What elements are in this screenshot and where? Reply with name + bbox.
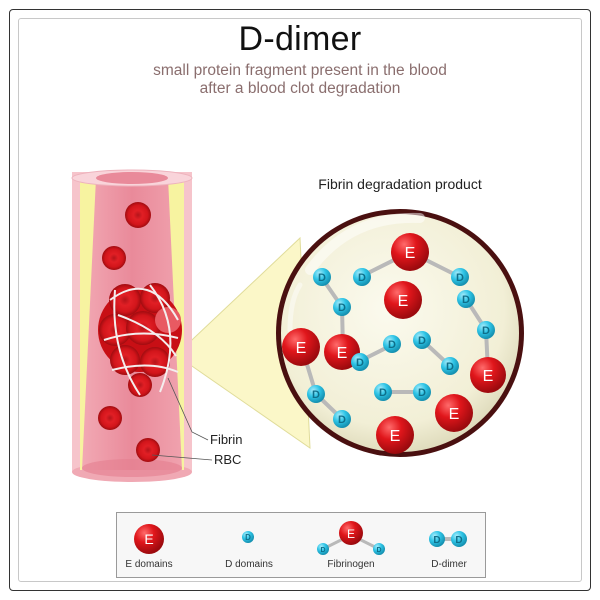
e-domains: E E E E E E E bbox=[282, 233, 506, 454]
e-domain-icon: E bbox=[134, 524, 164, 554]
legend: E E domains D D domains E D D Fibrinogen… bbox=[116, 512, 486, 578]
fibrinogen-icon: E D D bbox=[317, 521, 385, 555]
svg-text:D: D bbox=[338, 414, 346, 426]
fibrin-label: Fibrin bbox=[210, 432, 243, 447]
legend-label: D-dimer bbox=[431, 559, 467, 570]
legend-label: D domains bbox=[225, 559, 273, 570]
d-domains: D D D D D D D D D D D D D D bbox=[307, 268, 495, 428]
svg-text:D: D bbox=[376, 547, 381, 554]
svg-text:D: D bbox=[418, 335, 426, 347]
subtitle-line-2: after a blood clot degradation bbox=[199, 80, 401, 97]
svg-text:D: D bbox=[482, 325, 490, 337]
svg-text:D: D bbox=[312, 389, 320, 401]
svg-text:E: E bbox=[296, 340, 307, 357]
d-dimer-icon: D D bbox=[429, 531, 467, 547]
svg-text:E: E bbox=[390, 428, 401, 445]
svg-text:D: D bbox=[356, 357, 364, 369]
subtitle-line-1: small protein fragment present in the bl… bbox=[153, 62, 447, 79]
svg-text:E: E bbox=[449, 406, 460, 423]
rbc-leader-line bbox=[151, 454, 213, 461]
svg-text:E: E bbox=[144, 531, 153, 547]
svg-text:D: D bbox=[433, 535, 440, 546]
fibrin-leader-line bbox=[167, 377, 209, 441]
rbc-label: RBC bbox=[214, 452, 242, 467]
svg-text:E: E bbox=[483, 368, 494, 385]
svg-text:D: D bbox=[379, 387, 387, 399]
svg-text:D: D bbox=[358, 272, 366, 284]
svg-text:D: D bbox=[456, 272, 464, 284]
svg-text:D: D bbox=[388, 339, 396, 351]
legend-label: E domains bbox=[125, 559, 173, 570]
svg-text:D: D bbox=[320, 547, 325, 554]
svg-text:D: D bbox=[338, 302, 346, 314]
svg-text:D: D bbox=[455, 535, 462, 546]
svg-text:E: E bbox=[398, 293, 409, 310]
magnified-caption: Fibrin degradation product bbox=[318, 176, 482, 192]
svg-text:D: D bbox=[418, 387, 426, 399]
svg-text:E: E bbox=[337, 345, 348, 362]
red-blood-cells bbox=[98, 202, 160, 462]
legend-item-fibrinogen: E D D Fibrinogen bbox=[305, 513, 397, 579]
svg-text:E: E bbox=[405, 245, 416, 262]
page-title: D-dimer bbox=[238, 20, 362, 58]
svg-text:D: D bbox=[446, 361, 454, 373]
svg-text:D: D bbox=[462, 294, 470, 306]
svg-text:D: D bbox=[245, 533, 251, 542]
legend-label: Fibrinogen bbox=[327, 559, 375, 570]
d-domain-icon: D bbox=[242, 531, 254, 543]
legend-item-d-dimer: D D D-dimer bbox=[395, 513, 487, 579]
legend-item-e-domains: E E domains bbox=[117, 513, 209, 579]
blood-clot bbox=[98, 283, 182, 397]
svg-text:E: E bbox=[347, 527, 355, 541]
svg-text:D: D bbox=[318, 272, 326, 284]
legend-item-d-domains: D D domains bbox=[209, 513, 301, 579]
